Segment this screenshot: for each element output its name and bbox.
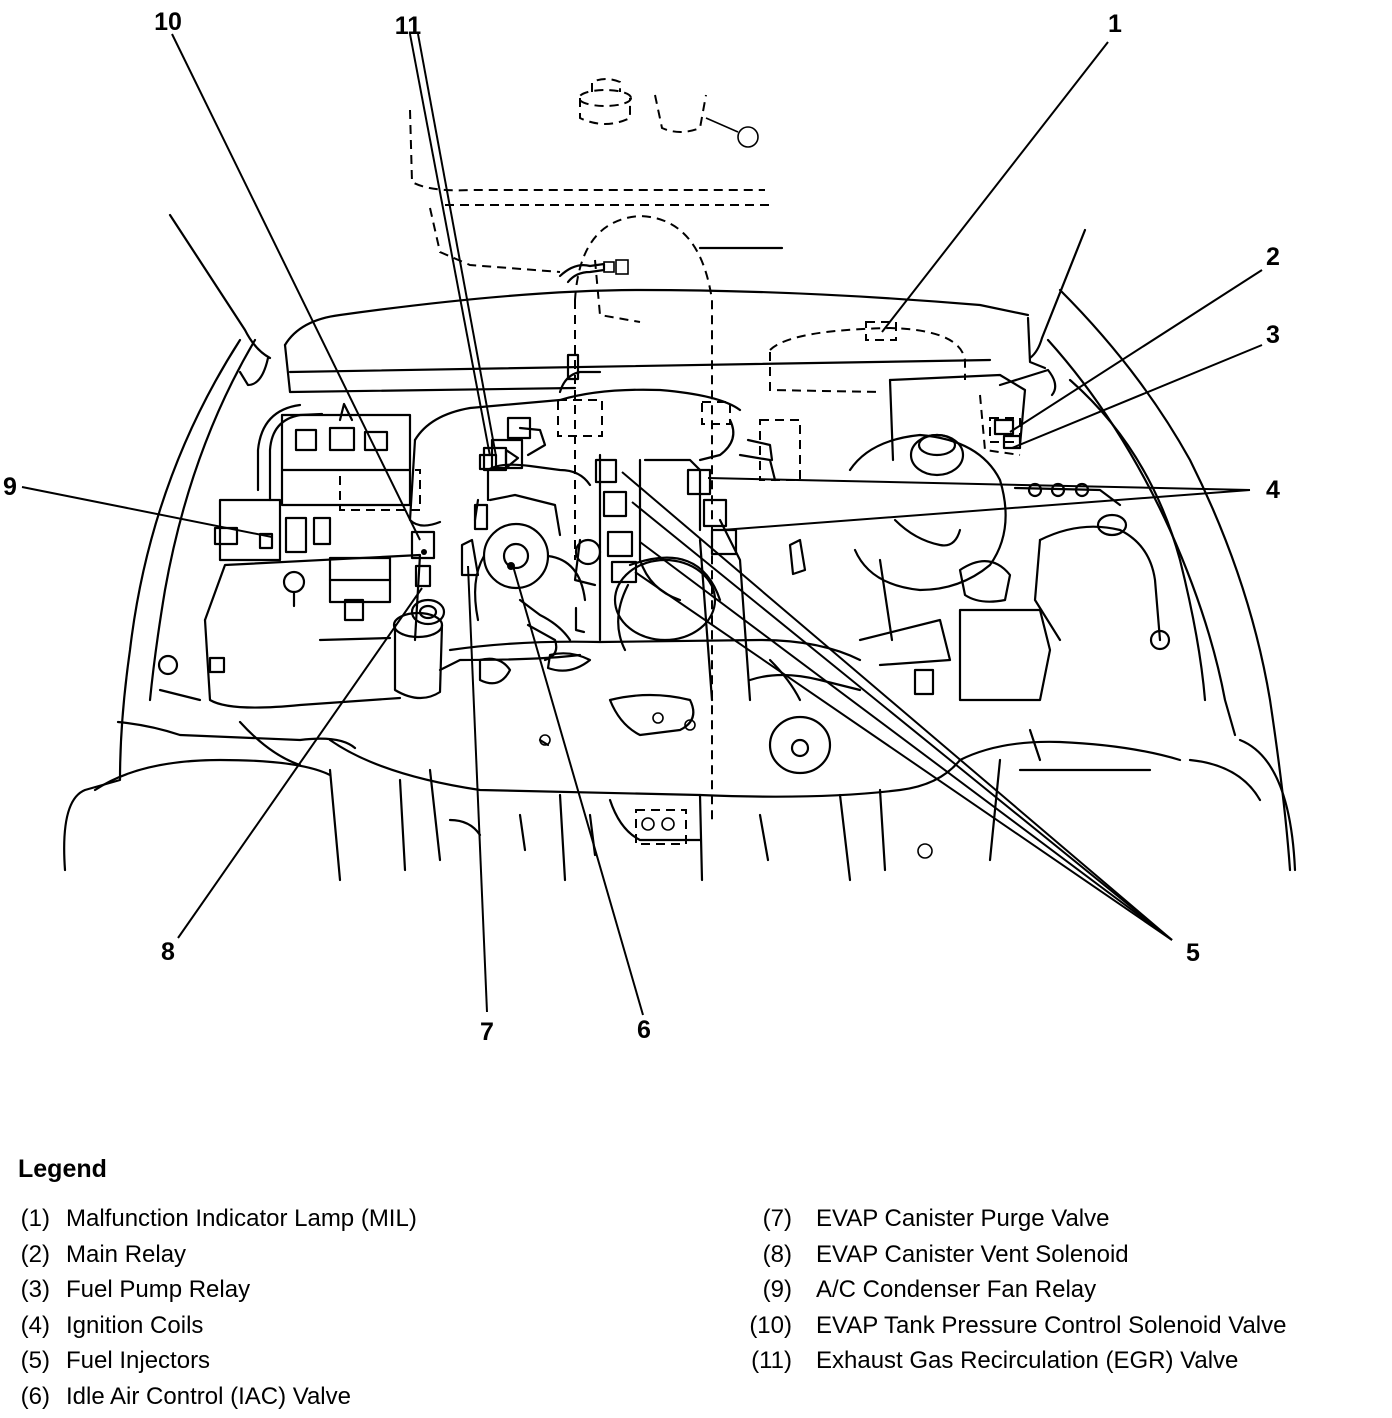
legend-item: (6) Idle Air Control (IAC) Valve xyxy=(8,1383,708,1418)
legend-item-text: Exhaust Gas Recirculation (EGR) Valve xyxy=(816,1347,1238,1375)
firewall-hidden-components xyxy=(410,79,1020,820)
legend-column-left: (1) Malfunction Indicator Lamp (MIL) (2) M… xyxy=(8,1205,708,1418)
legend-item: (11) Exhaust Gas Recirculation (EGR) Valv… xyxy=(740,1347,1392,1383)
legend-item-text: Malfunction Indicator Lamp (MIL) xyxy=(66,1205,417,1233)
legend-item: (7) EVAP Canister Purge Valve xyxy=(740,1205,1392,1241)
legend-item-text: Idle Air Control (IAC) Valve xyxy=(66,1383,351,1411)
legend-title: Legend xyxy=(18,1155,107,1184)
callout-3: 3 xyxy=(1266,321,1280,349)
legend-item-text: Ignition Coils xyxy=(66,1312,203,1340)
engine-compartment-diagram: 1 2 3 4 5 6 7 8 9 10 11 xyxy=(0,0,1392,1100)
legend-item-number: (3) xyxy=(8,1276,50,1304)
legend-column-right: (7) EVAP Canister Purge Valve (8) EVAP Can… xyxy=(740,1205,1392,1383)
legend-item-text: A/C Condenser Fan Relay xyxy=(816,1276,1096,1304)
legend-item: (5) Fuel Injectors xyxy=(8,1347,708,1383)
legend-item-number: (8) xyxy=(740,1241,792,1269)
callout-6: 6 xyxy=(637,1016,651,1044)
callout-10: 10 xyxy=(154,8,182,36)
legend-item: (8) EVAP Canister Vent Solenoid xyxy=(740,1241,1392,1277)
legend-item-number: (6) xyxy=(8,1383,50,1411)
legend-item: (9) A/C Condenser Fan Relay xyxy=(740,1276,1392,1312)
callout-8: 8 xyxy=(161,938,175,966)
legend-item-text: Main Relay xyxy=(66,1241,186,1269)
legend-item-text: Fuel Pump Relay xyxy=(66,1276,250,1304)
target-components xyxy=(412,420,1020,586)
legend-item: (2) Main Relay xyxy=(8,1241,708,1277)
callout-11: 11 xyxy=(395,12,422,40)
legend-item: (1) Malfunction Indicator Lamp (MIL) xyxy=(8,1205,708,1241)
callout-2: 2 xyxy=(1266,243,1280,271)
legend-item-number: (4) xyxy=(8,1312,50,1340)
legend-item-number: (9) xyxy=(740,1276,792,1304)
engine-components xyxy=(410,355,1169,773)
callout-5: 5 xyxy=(1186,939,1200,967)
legend-item: (10) EVAP Tank Pressure Control Solenoid … xyxy=(740,1312,1392,1348)
legend-item-text: EVAP Canister Vent Solenoid xyxy=(816,1241,1129,1269)
callout-7: 7 xyxy=(480,1018,494,1046)
legend: Legend (1) Malfunction Indicator Lamp (MI… xyxy=(0,1150,1392,1414)
legend-item-text: EVAP Tank Pressure Control Solenoid Valv… xyxy=(816,1312,1286,1340)
legend-item-number: (7) xyxy=(740,1205,792,1233)
legend-item-text: Fuel Injectors xyxy=(66,1347,210,1375)
legend-item-number: (5) xyxy=(8,1347,50,1375)
legend-item-number: (1) xyxy=(8,1205,50,1233)
legend-item-number: (2) xyxy=(8,1241,50,1269)
callout-9: 9 xyxy=(3,473,17,501)
legend-item-number: (11) xyxy=(740,1347,792,1375)
legend-item: (4) Ignition Coils xyxy=(8,1312,708,1348)
legend-item-number: (10) xyxy=(740,1312,792,1340)
callout-4: 4 xyxy=(1266,476,1280,504)
legend-item-text: EVAP Canister Purge Valve xyxy=(816,1205,1109,1233)
vehicle-body-outline xyxy=(64,215,1295,880)
legend-item: (3) Fuel Pump Relay xyxy=(8,1276,708,1312)
callout-1: 1 xyxy=(1108,10,1122,38)
leader-lines xyxy=(22,34,1262,1015)
